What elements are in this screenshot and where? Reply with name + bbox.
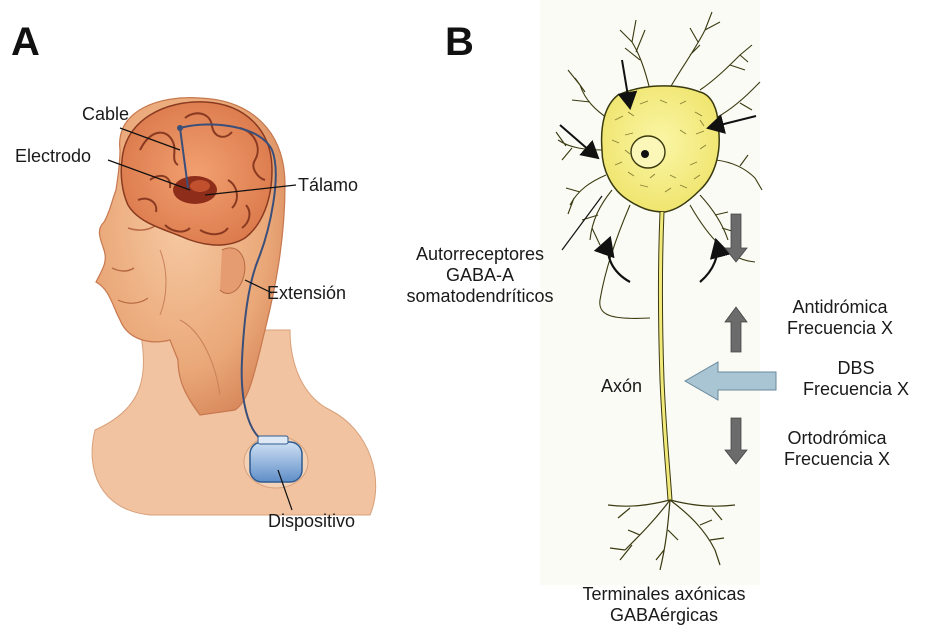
label-dbs: DBS Frecuencia X (790, 358, 922, 400)
label-cable: Cable (82, 104, 129, 125)
label-antidromica: Antidrómica Frecuencia X (770, 297, 910, 339)
label-autorreceptores-line2: GABA-A (398, 265, 562, 286)
label-axon: Axón (601, 376, 642, 397)
label-antidromica-line1: Antidrómica (770, 297, 910, 318)
stimulator-device (244, 436, 308, 488)
label-antidromica-line2: Frecuencia X (770, 318, 910, 339)
label-electrodo: Electrodo (15, 146, 91, 167)
label-extension: Extensión (267, 283, 346, 304)
label-ortodromica-line2: Frecuencia X (767, 449, 907, 470)
label-terminales-line1: Terminales axónicas (570, 584, 758, 605)
panel-a-letter: A (11, 20, 40, 65)
label-ortodromica-line1: Ortodrómica (767, 428, 907, 449)
label-dispositivo: Dispositivo (268, 511, 355, 532)
label-terminales-line2: GABAérgicas (570, 605, 758, 626)
label-talamo: Tálamo (298, 175, 358, 196)
panel-b-letter: B (445, 20, 474, 65)
label-autorreceptores: Autorreceptores GABA-A somatodendríticos (398, 244, 562, 307)
label-autorreceptores-line3: somatodendríticos (398, 286, 562, 307)
label-ortodromica: Ortodrómica Frecuencia X (767, 428, 907, 470)
label-terminales: Terminales axónicas GABAérgicas (570, 584, 758, 626)
label-dbs-line2: Frecuencia X (790, 379, 922, 400)
label-autorreceptores-line1: Autorreceptores (398, 244, 562, 265)
label-dbs-line1: DBS (790, 358, 922, 379)
panel-a-illustration (92, 98, 376, 515)
